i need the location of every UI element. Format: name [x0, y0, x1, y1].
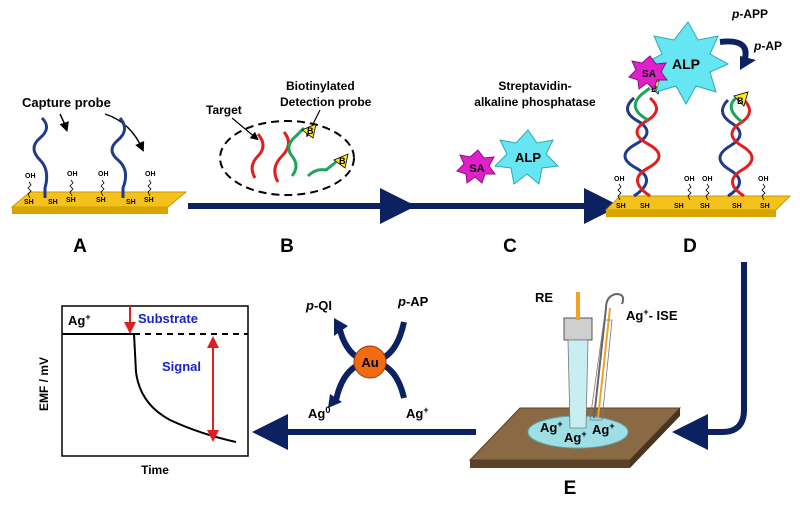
baseline-label: Ag+: [68, 312, 91, 328]
au-catalysis: Au p-QI p-AP Ag0 Ag+: [305, 294, 429, 421]
svg-text:SH: SH: [700, 203, 710, 210]
panel-b: Target Biotinylated Detection probe B B …: [206, 79, 372, 257]
ag-ion: Ag+: [540, 419, 563, 435]
capture-probe-arrow-2: [59, 113, 69, 132]
p-ap-label: p-AP: [397, 294, 429, 309]
gold-nanoparticle: [353, 345, 387, 379]
detection-strand: [306, 160, 337, 178]
panel-a: Capture probe OH OH OH OH SH SH SH SH SH…: [10, 95, 188, 257]
capture-strand: [718, 98, 742, 198]
svg-text:SA: SA: [469, 163, 484, 175]
alp-enzyme: [493, 129, 560, 185]
svg-text:ALP: ALP: [672, 56, 700, 72]
substrate-label: Substrate: [138, 311, 198, 326]
svg-text:OH: OH: [702, 176, 713, 183]
svg-text:SH: SH: [732, 203, 742, 210]
streptavidin: [456, 149, 496, 184]
ag-ise: [593, 292, 625, 419]
target-label: Target: [206, 103, 242, 117]
panel-letter-e: E: [564, 478, 577, 499]
graph-frame: [61, 305, 249, 457]
panel-letter-d: D: [683, 236, 697, 257]
flow-arrow-d-e: [672, 262, 747, 450]
panel-c: Streptavidin- alkaline phosphatase ALP S…: [456, 79, 596, 257]
svg-text:ALP: ALP: [515, 150, 541, 165]
svg-text:SH: SH: [24, 199, 34, 206]
ag-ion: Ag+: [592, 421, 615, 437]
streptavidin: [628, 55, 668, 90]
detection-label-1: Biotinylated: [286, 79, 355, 93]
conjugate-label-1: Streptavidin-: [498, 79, 571, 93]
svg-text:SH: SH: [126, 199, 136, 206]
biotin-tag: [733, 91, 749, 107]
agplus-label: Ag+: [406, 405, 429, 421]
svg-text:OH: OH: [684, 176, 695, 183]
panel-letter-a: A: [73, 236, 87, 257]
panel-d: OH OH OH OH SH SH SH SH SH SH B B ALP SA…: [604, 7, 792, 257]
target-arrow: [231, 117, 259, 141]
panel-e: RE Ag+- ISE Ag+ Ag+ Ag+ E: [468, 290, 682, 499]
svg-text:OH: OH: [25, 173, 36, 180]
sample-ellipse: [219, 120, 355, 196]
svg-text:OH: OH: [614, 176, 625, 183]
target-strand: [250, 133, 265, 179]
ag-ise-label: Ag+- ISE: [626, 307, 678, 323]
target-strand: [730, 98, 754, 198]
biotin-tag: [301, 123, 317, 139]
gold-electrode-edge: [12, 207, 168, 214]
svg-text:B: B: [339, 156, 346, 166]
capture-strand: [110, 117, 128, 198]
detection-strand: [287, 126, 306, 177]
p-app-label: p-APP: [731, 7, 768, 21]
capture-probe-label: Capture probe: [22, 95, 111, 110]
panel-letter-b: B: [280, 236, 294, 257]
y-axis-label: EMF / mV: [37, 357, 51, 411]
svg-text:SH: SH: [96, 197, 106, 204]
x-axis-label: Time: [141, 463, 169, 477]
alp-enzyme: [642, 21, 730, 106]
reference-electrode: [563, 317, 593, 341]
svg-text:SH: SH: [640, 203, 650, 210]
capture-strand: [623, 96, 649, 198]
p-ap-label: p-AP: [753, 39, 782, 53]
detection-strand: [633, 86, 651, 122]
svg-text:SA: SA: [642, 69, 656, 80]
p-qi-label: p-QI: [305, 298, 332, 313]
svg-text:B: B: [307, 126, 314, 136]
svg-text:SH: SH: [616, 203, 626, 210]
svg-text:OH: OH: [98, 171, 109, 178]
svg-text:Au: Au: [361, 355, 378, 370]
detection-label-2: Detection probe: [280, 95, 372, 109]
signal-label: Signal: [162, 359, 201, 374]
reaction-arrow-head: [334, 318, 348, 336]
reaction-arrow-head: [328, 394, 342, 408]
re-label: RE: [535, 290, 553, 305]
svg-text:SH: SH: [66, 197, 76, 204]
capture-strand: [32, 116, 49, 198]
svg-text:OH: OH: [67, 171, 78, 178]
svg-text:OH: OH: [758, 176, 769, 183]
capture-probe-arrow: [104, 113, 145, 152]
detection-strand: [729, 96, 743, 124]
emf-graph: Ag+ Substrate Signal EMF / mV Time: [37, 305, 249, 477]
svg-text:B: B: [737, 96, 744, 106]
svg-text:SH: SH: [674, 203, 684, 210]
ag0-label: Ag0: [308, 405, 330, 421]
svg-text:OH: OH: [145, 171, 156, 178]
ag-ion: Ag+: [564, 429, 587, 445]
svg-text:SH: SH: [48, 199, 58, 206]
biotin-tag: [333, 153, 349, 169]
conjugate-label-2: alkaline phosphatase: [474, 95, 596, 109]
svg-text:SH: SH: [760, 203, 770, 210]
mch-linkers: OH OH OH OH SH SH SH SH SH SH: [24, 171, 156, 206]
panel-letter-c: C: [503, 236, 517, 257]
target-strand: [635, 96, 661, 198]
target-strand: [273, 131, 290, 183]
svg-text:SH: SH: [144, 197, 154, 204]
